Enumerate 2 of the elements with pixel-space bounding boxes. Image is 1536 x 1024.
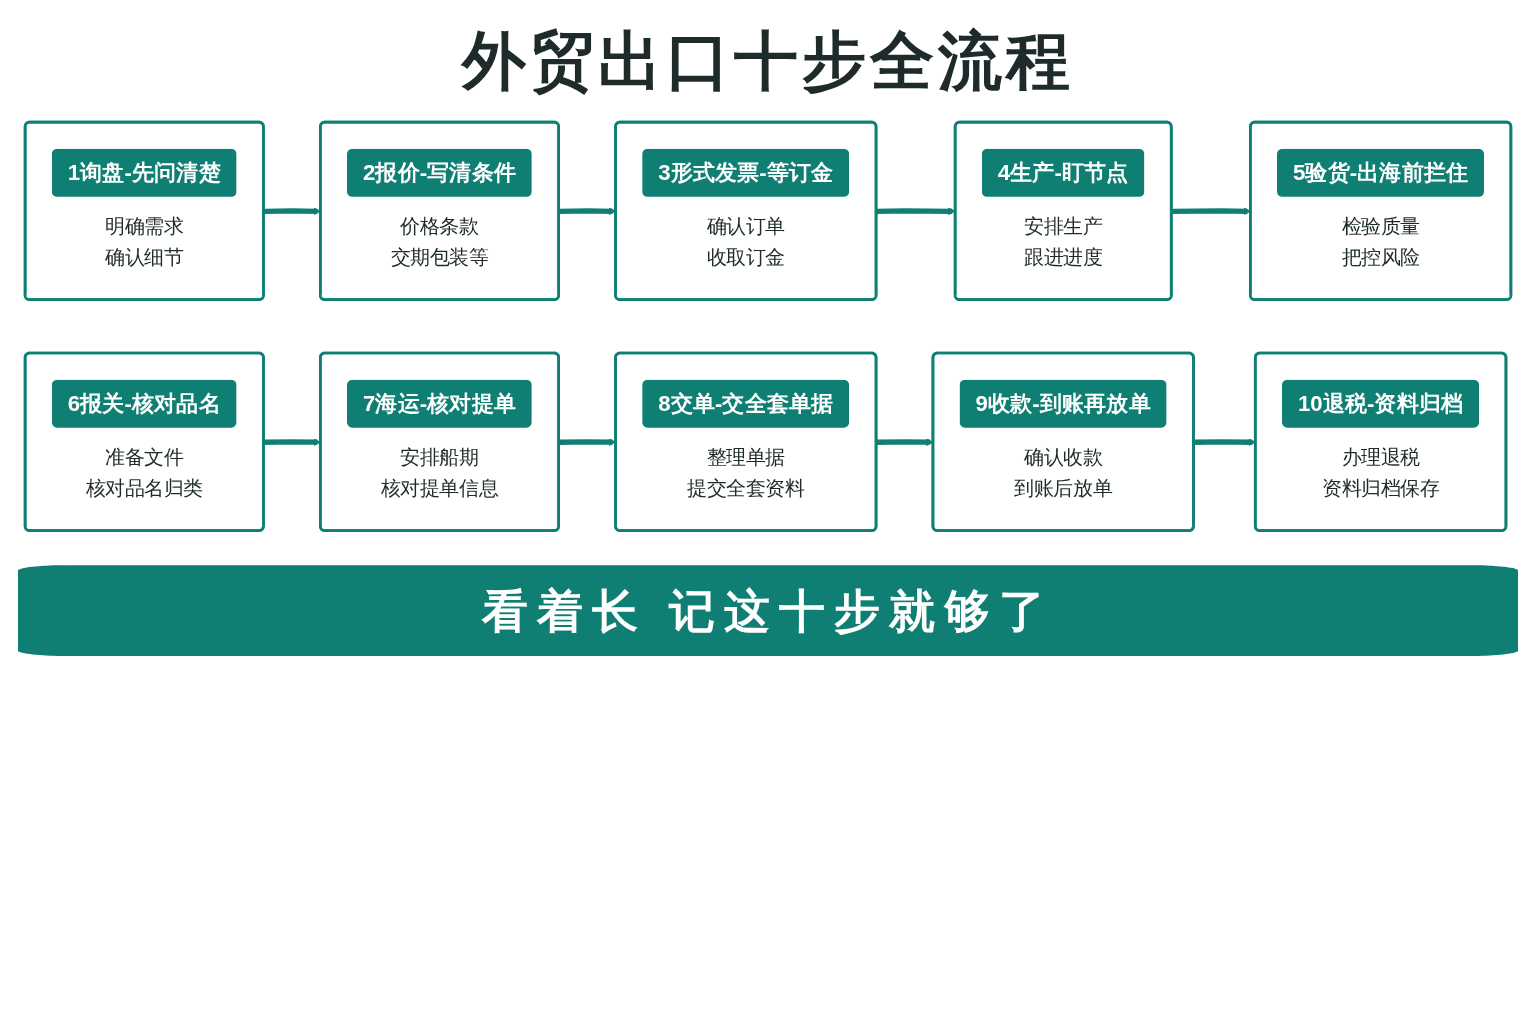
arrow [876, 207, 956, 216]
diagram-title: 外贸出口十步全流程 [462, 24, 1074, 99]
